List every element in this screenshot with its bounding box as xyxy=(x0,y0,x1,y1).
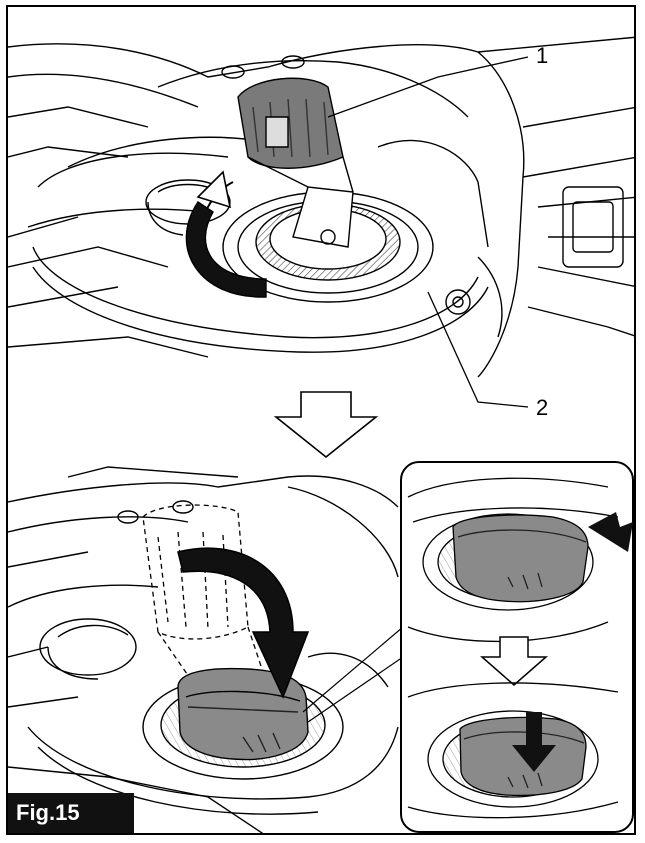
press-arrow-icon xyxy=(512,712,556,772)
callout-2-label: 2 xyxy=(536,395,549,420)
figure-frame: 1 2 Fig.15 xyxy=(6,5,636,835)
fold-arrow-icon xyxy=(177,547,310,699)
figure-illustration xyxy=(8,36,634,833)
inset-down-arrow-icon xyxy=(480,636,548,686)
fuel-cap-lever xyxy=(237,77,354,248)
bottom-left-panel-fold-view xyxy=(8,466,404,833)
figure-label-badge: Fig.15 xyxy=(8,793,134,833)
rotate-arrow-icon xyxy=(185,170,267,298)
inset-detail-panel xyxy=(400,461,634,833)
inset-push-step xyxy=(407,477,619,643)
folded-lever xyxy=(177,667,309,761)
callout-1-label: 1 xyxy=(536,43,549,68)
down-flow-arrow-icon xyxy=(273,391,379,459)
top-panel-engine-view xyxy=(8,36,634,408)
push-arrow-icon xyxy=(588,512,633,552)
